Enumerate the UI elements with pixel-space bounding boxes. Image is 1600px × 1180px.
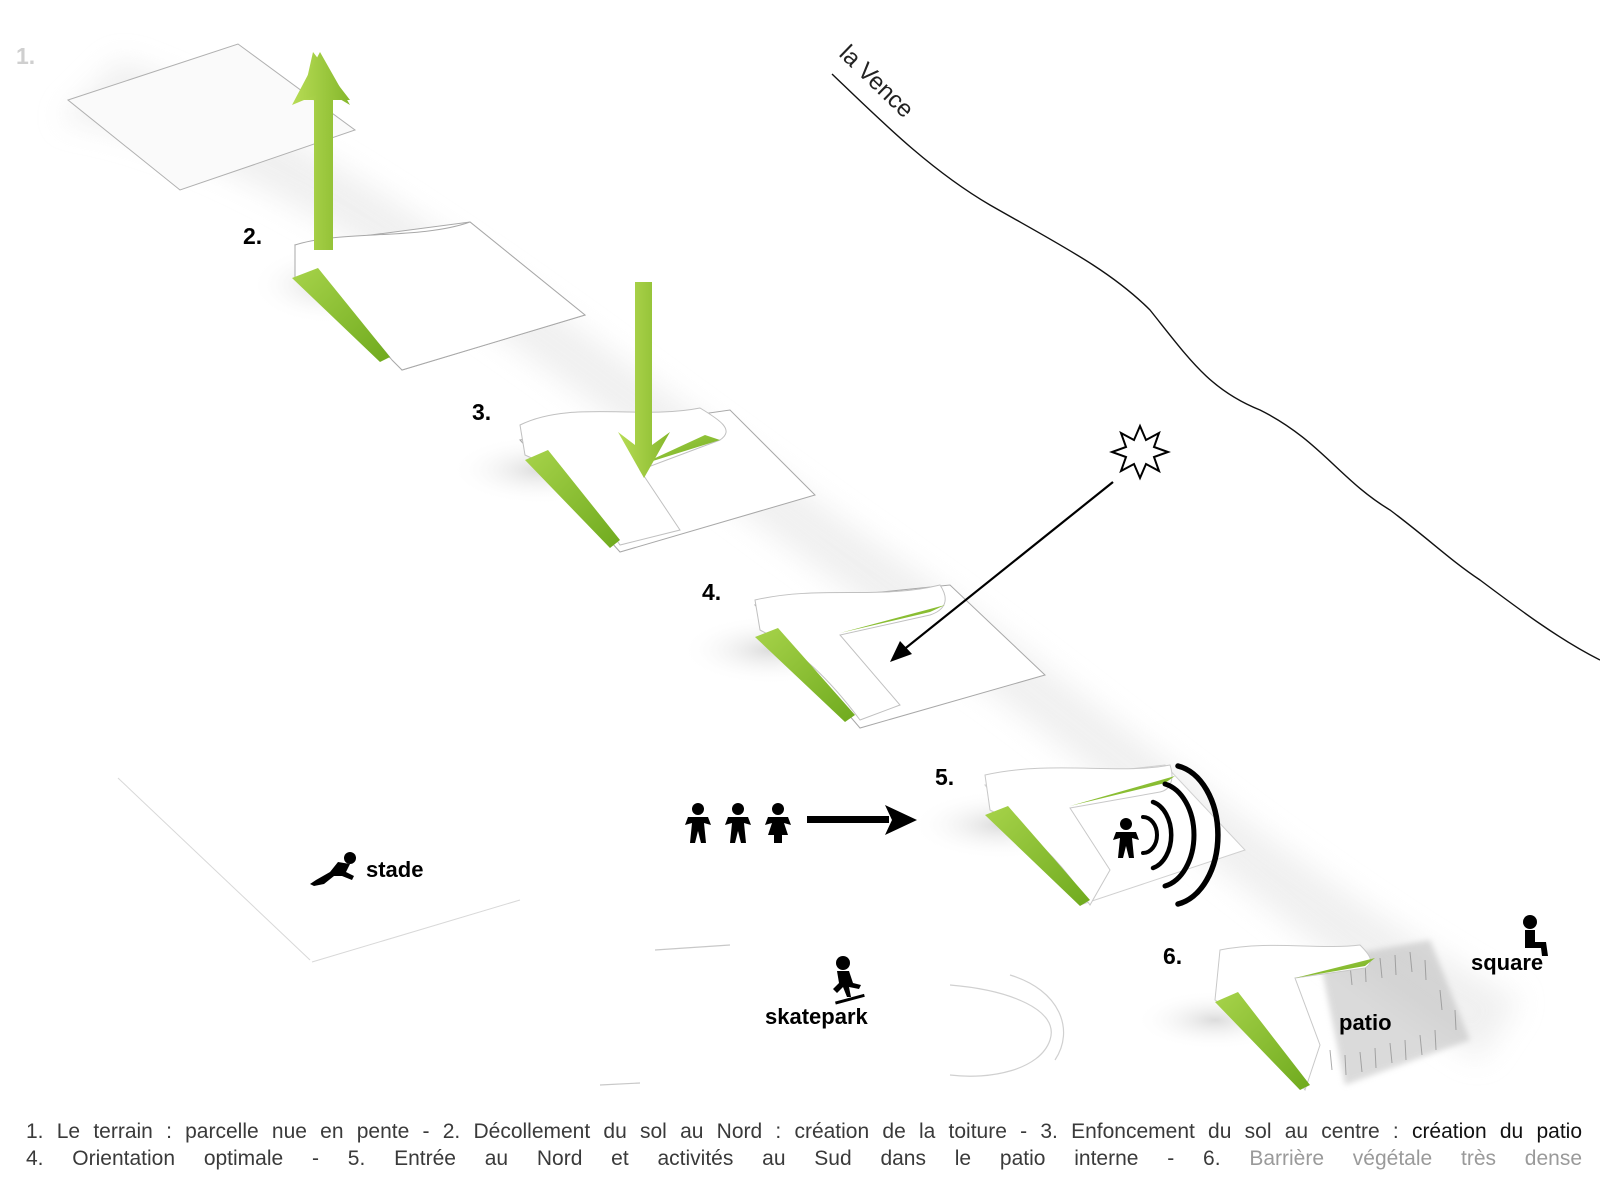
- sound-waves-icon: [1141, 763, 1221, 907]
- square-label: square: [1471, 950, 1543, 975]
- patio-label: patio: [1339, 1010, 1392, 1035]
- river-line: [831, 73, 1600, 661]
- child-icon: [1113, 818, 1139, 858]
- step-4-orientation: 4.: [680, 579, 1046, 729]
- seated-person-icon: [1523, 915, 1548, 956]
- caption-line-2-end: Barrière végétale très dense: [1249, 1147, 1583, 1170]
- step-2-number: 2.: [243, 223, 262, 249]
- step-3-number: 3.: [472, 399, 491, 425]
- stade-area: [117, 777, 521, 963]
- step-4-number: 4.: [702, 579, 721, 605]
- step-6-number: 6.: [1163, 943, 1182, 969]
- caption-line-2-main: 4. Orientation optimale - 5. Entrée au N…: [26, 1147, 1250, 1170]
- caption-line-1-end: création du patio: [1411, 1120, 1582, 1143]
- green-down-arrow-icon: [618, 282, 670, 478]
- river-label: la Vence: [834, 40, 919, 123]
- people-icon: [685, 803, 791, 843]
- entry-arrow: [807, 805, 917, 835]
- caption-line-1-main: 1. Le terrain : parcelle nue en pente - …: [26, 1120, 1412, 1143]
- caption-line-2: 4. Orientation optimale - 5. Entrée au N…: [26, 1145, 1582, 1172]
- skatepark-label: skatepark: [765, 1004, 869, 1029]
- tree-texture: [1329, 951, 1457, 1076]
- step-5-number: 5.: [935, 764, 954, 790]
- skatepark-area: [599, 944, 1065, 1086]
- stade-label: stade: [366, 857, 423, 882]
- step-3-press: 3.: [450, 399, 816, 553]
- step-1-terrain: 1.: [16, 43, 357, 191]
- skateboarder-icon: [833, 956, 865, 1005]
- runner-icon: [310, 852, 356, 886]
- step-2-lift: 2.: [243, 221, 587, 371]
- sun-icon: [1109, 423, 1171, 481]
- step-1-number: 1.: [16, 43, 35, 69]
- step-6-vegetation: 6.: [1135, 940, 1470, 1092]
- ground-shadow: [60, 60, 1520, 1060]
- sun-ray-arrow: [890, 481, 1114, 662]
- caption-line-1: 1. Le terrain : parcelle nue en pente - …: [26, 1118, 1582, 1145]
